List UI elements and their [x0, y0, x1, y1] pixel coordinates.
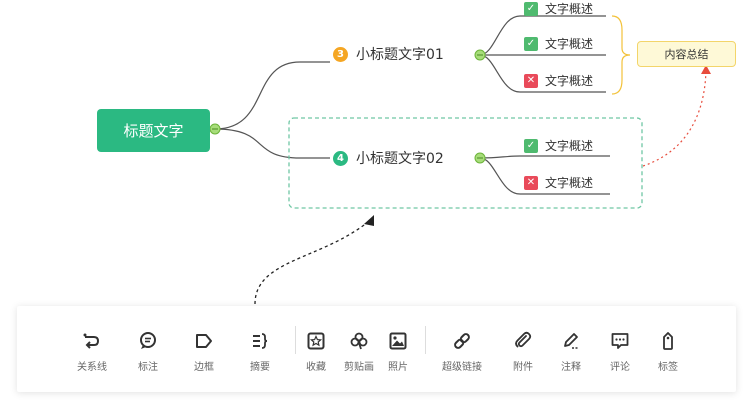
leaf-item[interactable]: ✕ 文字概述 [524, 72, 593, 89]
toolbar-divider [295, 326, 296, 354]
photo-icon [387, 330, 409, 352]
check-icon: ✓ [524, 1, 538, 16]
leaf-item[interactable]: ✕ 文字概述 [524, 174, 593, 191]
leaf-label: 文字概述 [545, 2, 594, 16]
tool-label: 收藏 [306, 362, 326, 373]
pointer-arrowhead [364, 215, 374, 226]
priority-4-icon: 4 [333, 150, 348, 166]
note-pen-icon [560, 330, 582, 352]
relation-line[interactable] [642, 69, 707, 167]
subtopic-2[interactable]: 4 小标题文字02 [333, 148, 444, 168]
root-topic-label: 标题文字 [123, 122, 184, 140]
tool-summary[interactable]: 摘要 [243, 306, 277, 392]
relation-line-icon [81, 330, 103, 352]
tool-label: 边框 [194, 362, 214, 373]
priority-3-icon: 3 [333, 46, 348, 62]
tool-clipart[interactable]: 剪贴画 [339, 306, 379, 392]
tool-label: 关系线 [77, 362, 107, 373]
cross-icon: ✕ [524, 175, 538, 190]
cross-icon: ✕ [524, 73, 538, 88]
topic-boundary[interactable] [288, 117, 643, 209]
comment-bubble-icon [137, 330, 159, 352]
tool-label: 超级链接 [442, 362, 482, 373]
summary-brace-icon [249, 330, 271, 352]
check-icon: ✓ [524, 138, 538, 153]
subtopic-2-label: 小标题文字02 [356, 151, 444, 167]
comment-icon [609, 330, 631, 352]
border-icon [193, 330, 215, 352]
root-topic[interactable]: 标题文字 [97, 109, 210, 152]
check-icon: ✓ [524, 36, 538, 51]
tool-relation-line[interactable]: 关系线 [75, 306, 109, 392]
tool-label: 评论 [610, 362, 630, 373]
favorite-icon [305, 330, 327, 352]
relation-arrowhead [701, 65, 711, 74]
summary-node[interactable]: 内容总结 [637, 41, 736, 67]
leaf-item[interactable]: ✓ 文字概述 [524, 0, 593, 17]
tool-attachment[interactable]: 附件 [506, 306, 540, 392]
tool-favorite[interactable]: 收藏 [299, 306, 333, 392]
tool-hyperlink[interactable]: 超级链接 [437, 306, 487, 392]
tool-callout[interactable]: 标注 [131, 306, 165, 392]
hyperlink-icon [451, 330, 473, 352]
attachment-icon [512, 330, 534, 352]
leaf-label: 文字概述 [545, 37, 594, 51]
leaf-line-2-1 [479, 155, 610, 159]
branch-line-topic-2 [214, 128, 330, 159]
tool-label: 注释 [561, 362, 581, 373]
leaf-item[interactable]: ✓ 文字概述 [524, 137, 593, 154]
tool-note[interactable]: 注释 [554, 306, 588, 392]
tool-label: 标签 [658, 362, 678, 373]
tool-label: 摘要 [250, 362, 270, 373]
tool-label: 照片 [388, 362, 408, 373]
tool-label: 附件 [513, 362, 533, 373]
subtopic-1-label: 小标题文字01 [356, 47, 444, 63]
subtopic-1[interactable]: 3 小标题文字01 [333, 44, 444, 64]
tool-photo[interactable]: 照片 [381, 306, 415, 392]
leaf-label: 文字概述 [545, 74, 594, 88]
clipart-icon [348, 330, 370, 352]
toolbar-divider [425, 326, 426, 354]
tool-border[interactable]: 边框 [187, 306, 221, 392]
tool-label: 剪贴画 [344, 362, 374, 373]
insert-toolbar: 关系线 标注 边框 摘要 收藏 剪贴画 照片 [17, 306, 736, 392]
leaf-item[interactable]: ✓ 文字概述 [524, 35, 593, 52]
tool-comment[interactable]: 评论 [603, 306, 637, 392]
tool-label: 标注 [138, 362, 158, 373]
leaf-label: 文字概述 [545, 139, 594, 153]
tag-icon [657, 330, 679, 352]
pointer-line [254, 221, 369, 305]
leaf-label: 文字概述 [545, 176, 594, 190]
summary-brace [611, 15, 631, 95]
summary-label: 内容总结 [664, 48, 709, 61]
branch-line-topic-1 [214, 61, 330, 130]
tool-tag[interactable]: 标签 [651, 306, 685, 392]
